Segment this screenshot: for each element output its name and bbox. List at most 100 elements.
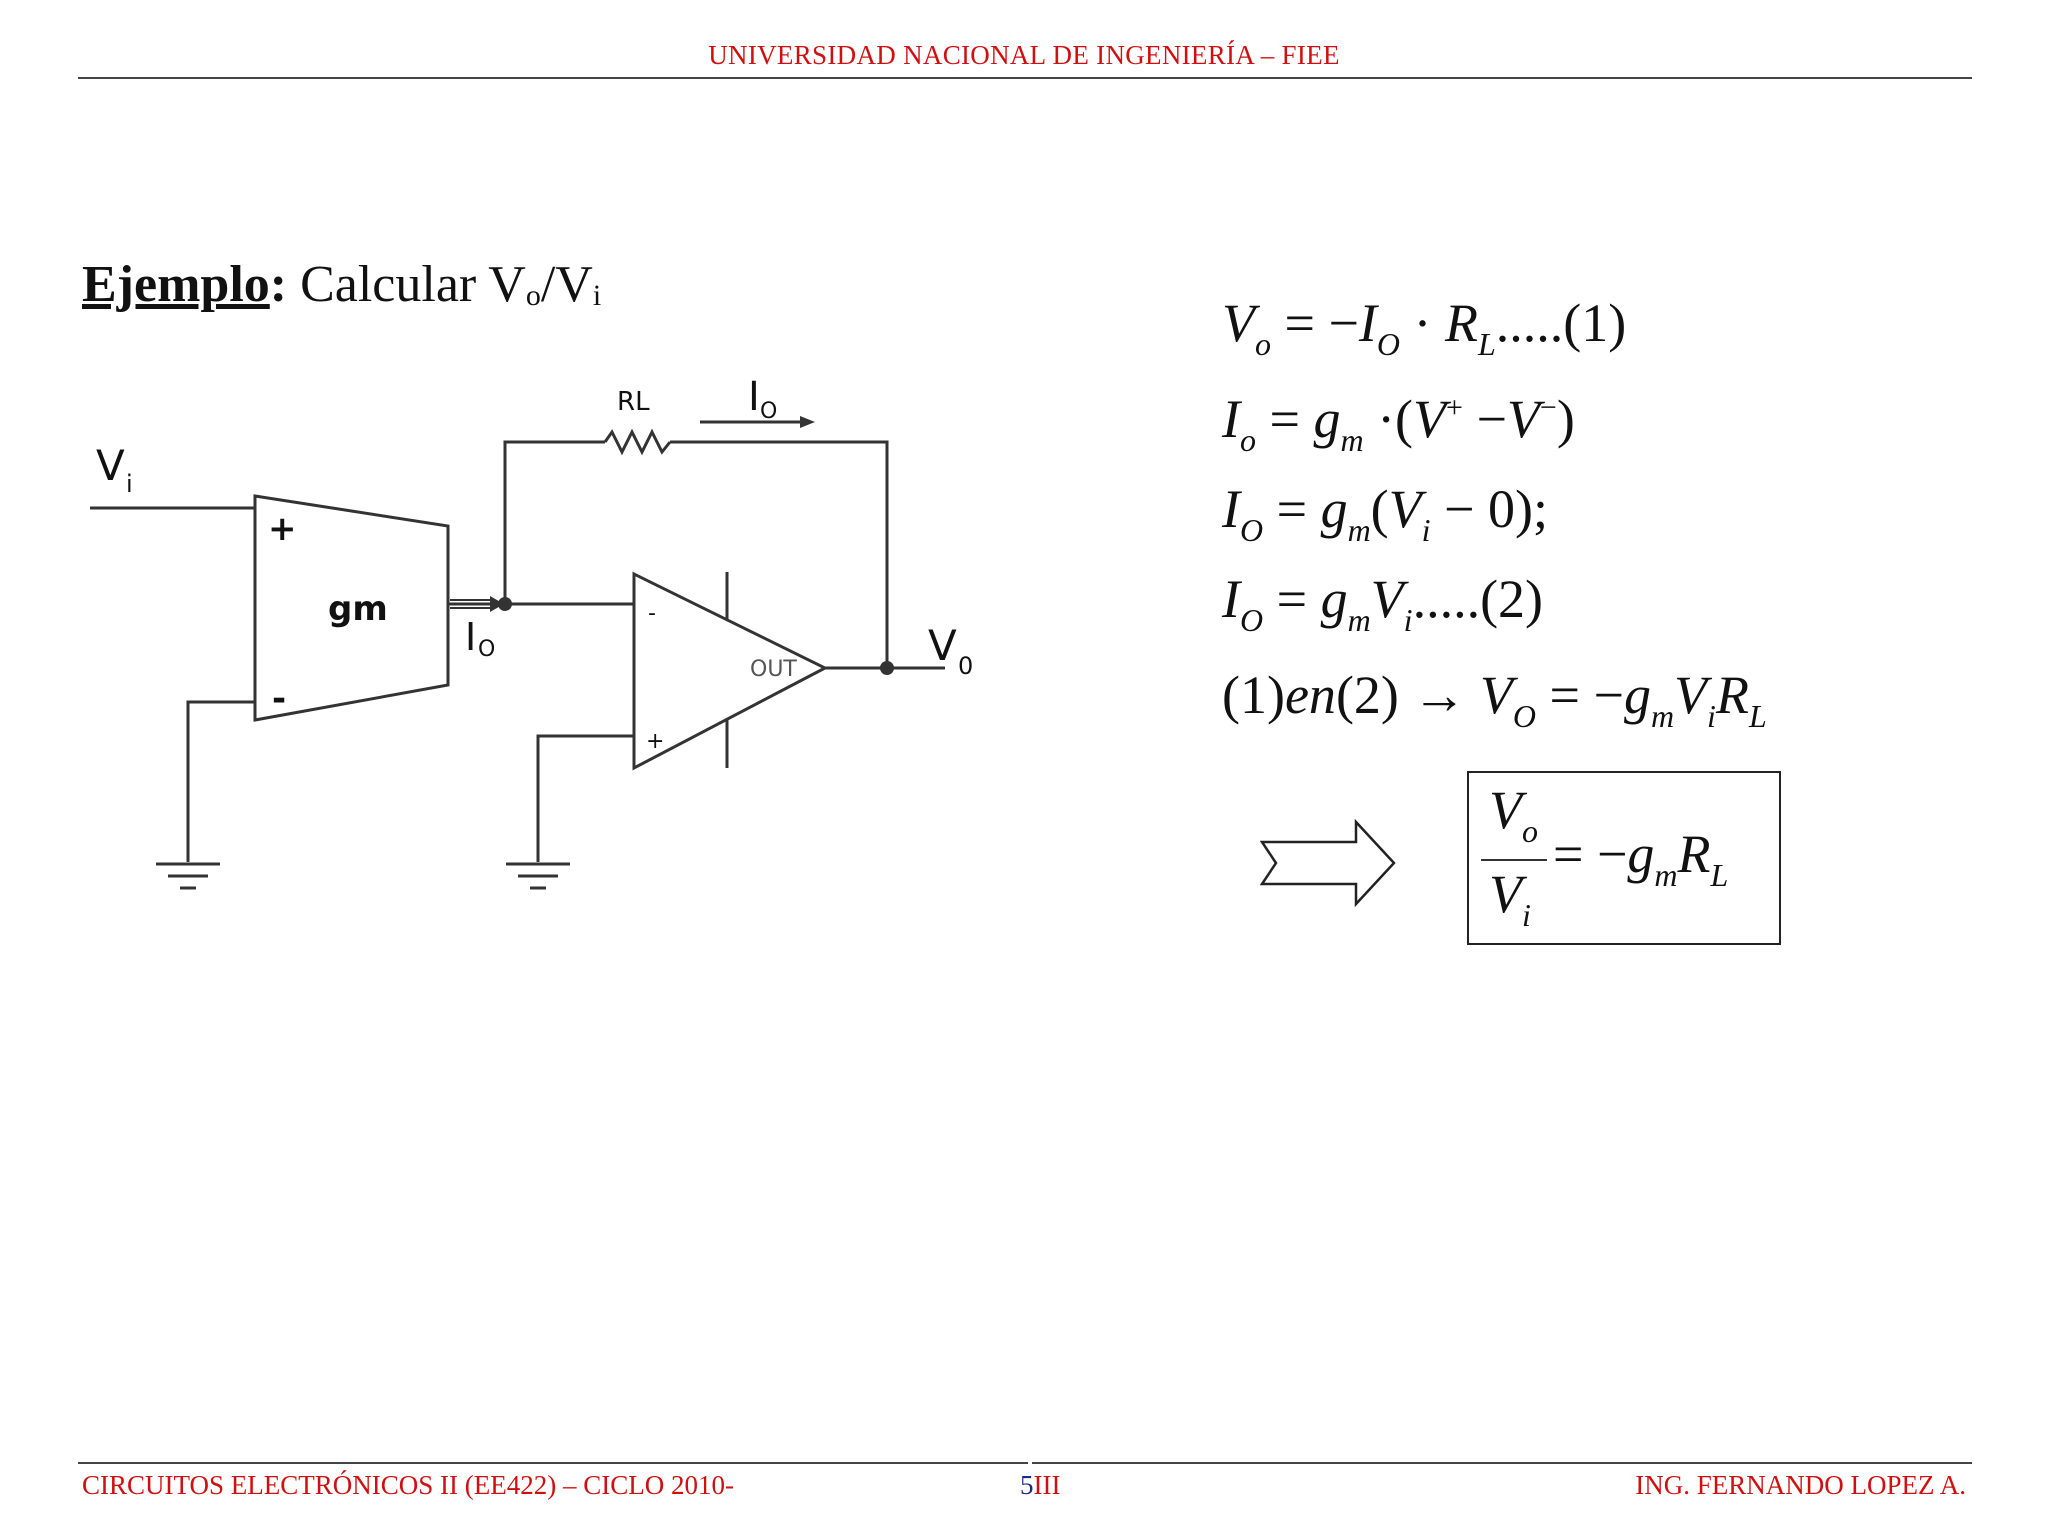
eq2-minus: − (1462, 389, 1507, 449)
footer-course: CIRCUITOS ELECTRÓNICOS II (EE422) – CICL… (82, 1470, 734, 1500)
eq1-lhs: V (1222, 293, 1255, 353)
implication-arrow-icon (1260, 818, 1396, 908)
circuit-diagram: V i + - gm I O RL I O - + OUT V 0 (90, 374, 973, 890)
result-num-sub: o (1522, 813, 1538, 849)
eq5-mid: (2) → (1335, 665, 1480, 725)
example-colon: : (269, 256, 288, 313)
eq4-a-sub: m (1347, 602, 1371, 638)
footer-rule-right (1032, 1462, 1972, 1464)
eq4-b: V (1370, 569, 1404, 629)
eq5-b: V (1674, 665, 1708, 725)
eq1-b: R (1445, 293, 1478, 353)
eq3-lhs-sub: O (1239, 512, 1264, 548)
eq2-a-sub: m (1340, 422, 1364, 458)
eq3-b-sub: i (1421, 512, 1431, 548)
eq2-lhs-sub: o (1239, 422, 1256, 458)
eq2-mid: ·( (1363, 389, 1414, 449)
eq3-a-sub: m (1347, 512, 1371, 548)
eq5-op: = − (1536, 665, 1624, 725)
result-denominator: Vi (1489, 863, 1531, 934)
eq3-a: g (1320, 479, 1348, 539)
equation-4: IO = gmVi.....(2) (1222, 568, 1543, 639)
eq1-a: I (1358, 293, 1377, 353)
fraction-bar (1481, 859, 1547, 861)
eq1-dot: · (1400, 293, 1445, 353)
result-a-sub: m (1654, 857, 1678, 893)
result-rhs: = −gmRL (1553, 823, 1728, 894)
example-heading: Ejemplo: Calcular Vo/Vi (82, 255, 601, 314)
page-number: 5III (1020, 1470, 1060, 1501)
result-den-sub: i (1522, 897, 1531, 933)
footer-author: ING. FERNANDO LOPEZ A. (1635, 1470, 1966, 1500)
label-v0: V (928, 621, 957, 670)
eq5-lhs: V (1479, 665, 1513, 725)
label-gm: gm (328, 589, 388, 629)
eq2-b-sup: + (1446, 391, 1463, 424)
eq5-a: g (1623, 665, 1651, 725)
label-v0-sub: 0 (958, 652, 973, 680)
label-out: OUT (750, 657, 797, 682)
result-den-v: V (1489, 864, 1522, 924)
eq3-lhs: I (1222, 479, 1240, 539)
eq4-lhs: I (1222, 569, 1240, 629)
eq2-c: V (1506, 389, 1540, 449)
result-numerator: Vo (1489, 779, 1538, 850)
label-ota-plus: + (268, 509, 297, 549)
eq4-a: g (1320, 569, 1348, 629)
footer-rule-left (78, 1462, 1028, 1464)
header-title: UNIVERSIDAD NACIONAL DE INGENIERÍA – FIE… (708, 40, 1340, 70)
label-vi: V (96, 441, 125, 490)
eq2-op: = (1255, 389, 1314, 449)
label-io-top-sub: O (760, 399, 777, 424)
result-box: Vo Vi = −gmRL (1467, 771, 1781, 945)
eq3-open: ( (1370, 479, 1389, 539)
eq4-tag: .....(2) (1412, 569, 1544, 629)
label-io-sub: O (478, 637, 495, 662)
eq1-b-sub: L (1478, 326, 1496, 362)
eq5-en: en (1284, 665, 1336, 725)
eq5-pre: (1) (1222, 665, 1285, 725)
label-vi-sub: i (126, 470, 133, 498)
page-number-suffix: III (1033, 1470, 1061, 1500)
equation-3: IO = gm(Vi − 0); (1222, 478, 1548, 549)
eq3-op: = (1263, 479, 1321, 539)
example-sub-i: i (592, 279, 602, 312)
label-opamp-minus: - (648, 601, 656, 626)
eq2-close: ) (1556, 389, 1575, 449)
eq1-tag: .....(1) (1495, 293, 1627, 353)
eq2-a: g (1313, 389, 1341, 449)
result-a: g (1627, 824, 1655, 884)
eq3-rest: − 0); (1430, 479, 1548, 539)
eq5-c-sub: L (1748, 698, 1767, 734)
equation-2: Io = gm ·(V+ −V−) (1222, 388, 1575, 459)
eq2-c-sup: − (1539, 391, 1557, 424)
header-rule (78, 77, 1972, 79)
eq2-b: V (1413, 389, 1447, 449)
example-sub-o: o (525, 279, 541, 312)
page-number-value: 5 (1020, 1470, 1034, 1500)
result-num-v: V (1489, 780, 1522, 840)
label-ota-minus: - (272, 679, 286, 719)
eq1-op: = − (1271, 293, 1359, 353)
eq5-c: R (1715, 665, 1749, 725)
eq4-b-sub: i (1403, 602, 1413, 638)
eq5-lhs-sub: O (1512, 698, 1537, 734)
label-opamp-plus: + (646, 729, 664, 754)
result-b-sub: L (1710, 857, 1729, 893)
example-text: Calcular V (300, 256, 526, 313)
eq2-lhs: I (1222, 389, 1240, 449)
eq3-b: V (1388, 479, 1422, 539)
label-io-top: I (748, 374, 760, 420)
equation-1: Vo = −IO · RL.....(1) (1222, 292, 1626, 363)
label-rl: RL (617, 387, 650, 417)
eq5-a-sub: m (1650, 698, 1675, 734)
equation-5: (1)en(2) → VO = −gmViRL (1222, 664, 1767, 735)
result-op: = − (1553, 824, 1628, 884)
eq1-lhs-sub: o (1255, 326, 1271, 362)
label-io: I (465, 615, 476, 659)
eq4-op: = (1263, 569, 1321, 629)
eq4-lhs-sub: O (1239, 602, 1264, 638)
result-b: R (1677, 824, 1711, 884)
eq5-b-sub: i (1707, 698, 1716, 734)
eq1-a-sub: O (1376, 326, 1401, 362)
